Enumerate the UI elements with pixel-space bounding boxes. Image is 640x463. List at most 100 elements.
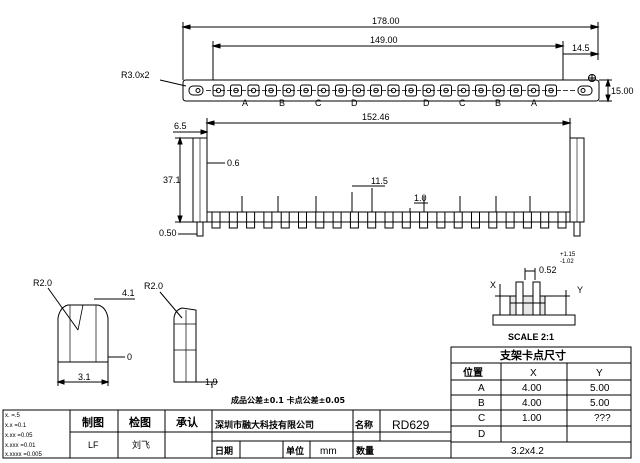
slot-row [212, 84, 557, 97]
pin [505, 211, 515, 229]
bar-outline [182, 79, 600, 102]
unit-label: 单位 [286, 445, 304, 457]
slot-hole [405, 84, 417, 97]
company-name: 深圳市融大科技有限公司 [215, 419, 314, 431]
dim-pin-width: 11.5 [371, 176, 388, 186]
scale-label: SCALE 2:1 [508, 332, 554, 342]
scale-detail: +1.15 -1.02 0.52 X Y SCALE 2:1 [490, 252, 583, 342]
approve-label: 承认 [176, 415, 199, 429]
left-clip-tip: 4.1 [122, 288, 135, 298]
slot-label: D [351, 98, 358, 108]
pin [453, 211, 463, 229]
table-cell: C [478, 413, 485, 424]
axis-x: X [490, 280, 496, 290]
dim-slot-span: 149.00 [370, 35, 398, 45]
pin [315, 211, 325, 229]
slot-pin [513, 87, 519, 94]
tol-line: x. =.5 [5, 413, 21, 419]
slot-pin [338, 87, 344, 94]
right-clip-width: 1.9 [205, 377, 218, 387]
pin [436, 211, 446, 229]
name-label: 名称 [355, 419, 373, 431]
slot-pin [373, 87, 379, 94]
table-cell: A [478, 383, 485, 394]
slot-pin [250, 87, 257, 94]
slot-pin [320, 87, 327, 94]
tolerance-note: 成品公差±0.1 卡点公差±0.05 [231, 395, 346, 405]
pin [211, 211, 221, 229]
pin-row [211, 188, 567, 229]
part-name: RD629 [392, 418, 430, 432]
dim-side-offset: 6.5 [174, 121, 187, 131]
pin [298, 211, 307, 229]
pin [471, 211, 480, 229]
table-footer: 3.2x4.2 [511, 446, 544, 457]
right-clip-view: R2.0 1.9 [144, 281, 218, 388]
pin [540, 211, 550, 229]
tol-plus: +1.15 [560, 252, 576, 258]
table-cell: 5.00 [590, 383, 610, 394]
left-clip-radius: R2.0 [33, 278, 52, 288]
slot-hole [265, 84, 277, 97]
detail-base [492, 314, 576, 326]
left-clip-view: R2.0 4.1 0 3.1 [33, 278, 135, 386]
slot-label: D [423, 98, 430, 108]
table-title: 支架卡点尺寸 [499, 348, 566, 362]
right-clip-radius: R2.0 [144, 281, 163, 291]
table-cell: B [478, 398, 485, 409]
pin [246, 211, 256, 229]
slot-label: B [279, 98, 285, 108]
slot-hole [212, 84, 225, 97]
table-cell: 5.00 [590, 398, 610, 409]
slot-hole [422, 84, 435, 97]
slot-hole [247, 84, 260, 97]
axis-y: Y [577, 285, 583, 295]
left-post-peg [196, 221, 204, 237]
pin [349, 211, 359, 229]
table-header-x: X [530, 368, 537, 379]
dim-height: 15.00 [611, 86, 634, 96]
right-post-peg [573, 221, 581, 237]
tol-line: x.x =0.1 [5, 423, 27, 429]
slot-hole [352, 84, 365, 97]
slot-label: A [531, 98, 537, 108]
slot-pin [355, 87, 362, 94]
slot-hole [492, 84, 505, 97]
slot-pin [268, 87, 274, 94]
pin [367, 211, 377, 229]
date-label: 日期 [215, 445, 233, 457]
tol-minus: -1.02 [560, 259, 574, 265]
check-label: 检图 [129, 415, 151, 429]
pin [332, 211, 342, 229]
slot-pin [215, 87, 222, 94]
slot-hole [230, 84, 242, 97]
left-clip-outline [57, 304, 109, 363]
pin [419, 211, 429, 229]
dim-end-offset: 14.5 [572, 43, 590, 53]
right-end-slot [577, 85, 593, 96]
pin [384, 211, 394, 229]
dim-corner-radius: R3.0x2 [121, 70, 150, 80]
table-header-pos: 位置 [463, 366, 483, 379]
slot-pin [233, 87, 239, 94]
slot-label: A [242, 98, 248, 108]
slot-hole [457, 84, 470, 97]
unit-value: mm [320, 446, 337, 457]
slot-hole [545, 84, 557, 97]
left-clip-width: 3.1 [78, 372, 91, 382]
pin [228, 211, 238, 229]
slot-hole [387, 84, 400, 97]
slot-pin [303, 87, 309, 94]
left-clip-gap: 0 [127, 352, 132, 362]
slot-pin [408, 87, 414, 94]
front-view: 152.46 6.5 0.6 37.1 11.5 1.0 [159, 112, 585, 238]
pin [280, 211, 290, 229]
tol-line: x.xxxx =0.005 [5, 452, 43, 458]
table-cell: D [478, 429, 485, 440]
slot-pin [460, 87, 467, 94]
slot-hole [510, 84, 522, 97]
dim-body-height: 37.1 [163, 175, 181, 185]
pin [263, 211, 273, 229]
table-cell: 1.00 [522, 413, 542, 424]
